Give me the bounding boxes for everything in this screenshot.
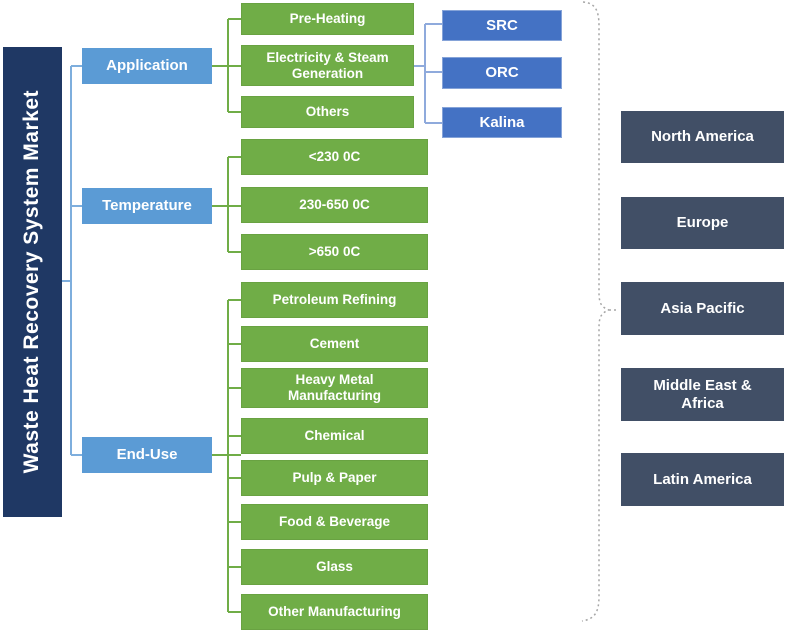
node-heavy-metal-manufacturing-label: Heavy Metal Manufacturing [288,372,381,403]
node-petroleum-refining-label: Petroleum Refining [272,292,397,308]
node-src-label: SRC [486,16,518,34]
region-north-america: North America [621,111,784,163]
node-pulp-paper: Pulp & Paper [241,460,428,496]
category-temperature-label: Temperature [102,197,192,215]
region-asia-pacific: Asia Pacific [621,282,784,335]
node-electricity-steam-generation: Electricity & Steam Generation [241,45,414,86]
region-europe-label: Europe [676,214,729,232]
node-others-label: Others [305,104,350,120]
regions-brace [581,1,617,622]
node-chemical-label: Chemical [304,428,365,444]
node-230-650c: 230-650 0C [241,187,428,223]
category-application-label: Application [106,57,188,75]
node-above-650c: >650 0C [241,234,428,270]
category-temperature: Temperature [82,188,212,224]
node-orc: ORC [442,57,562,89]
region-middle-east-africa-label: Middle East & Africa [653,376,752,412]
category-application: Application [82,48,212,84]
node-pulp-paper-label: Pulp & Paper [292,470,377,486]
region-europe: Europe [621,197,784,249]
banner-bracket-line [62,65,82,456]
node-pre-heating-label: Pre-Heating [289,11,366,27]
node-heavy-metal-manufacturing: Heavy Metal Manufacturing [241,368,428,408]
node-glass: Glass [241,549,428,585]
node-kalina: Kalina [442,107,562,138]
region-north-america-label: North America [651,128,754,146]
application-bracket-line [212,18,241,113]
node-chemical: Chemical [241,418,428,454]
node-glass-label: Glass [316,559,353,575]
node-other-manufacturing-label: Other Manufacturing [268,604,401,620]
node-electricity-steam-generation-label: Electricity & Steam Generation [266,49,389,81]
region-middle-east-africa: Middle East & Africa [621,368,784,421]
temperature-bracket-line [212,156,241,253]
node-orc-label: ORC [485,64,519,82]
region-asia-pacific-label: Asia Pacific [660,299,745,317]
node-other-manufacturing: Other Manufacturing [241,594,428,630]
category-end-use-label: End-Use [116,446,178,464]
node-below-230c: <230 0C [241,139,428,175]
node-230-650c-label: 230-650 0C [299,197,370,213]
node-pre-heating: Pre-Heating [241,3,414,35]
node-above-650c-label: >650 0C [308,244,361,260]
node-petroleum-refining: Petroleum Refining [241,282,428,318]
node-src: SRC [442,10,562,41]
node-food-beverage: Food & Beverage [241,504,428,540]
node-others: Others [241,96,414,128]
market-title: Waste Heat Recovery System Market [20,90,44,474]
region-latin-america: Latin America [621,453,784,506]
enduse-bracket-line [212,299,241,613]
electricity-sub-bracket-line [414,23,442,124]
node-cement: Cement [241,326,428,362]
node-below-230c-label: <230 0C [308,149,361,165]
node-cement-label: Cement [309,336,360,352]
node-kalina-label: Kalina [479,113,525,131]
node-food-beverage-label: Food & Beverage [278,514,391,530]
market-title-banner: Waste Heat Recovery System Market [3,47,62,517]
region-latin-america-label: Latin America [653,470,752,488]
category-end-use: End-Use [82,437,212,473]
